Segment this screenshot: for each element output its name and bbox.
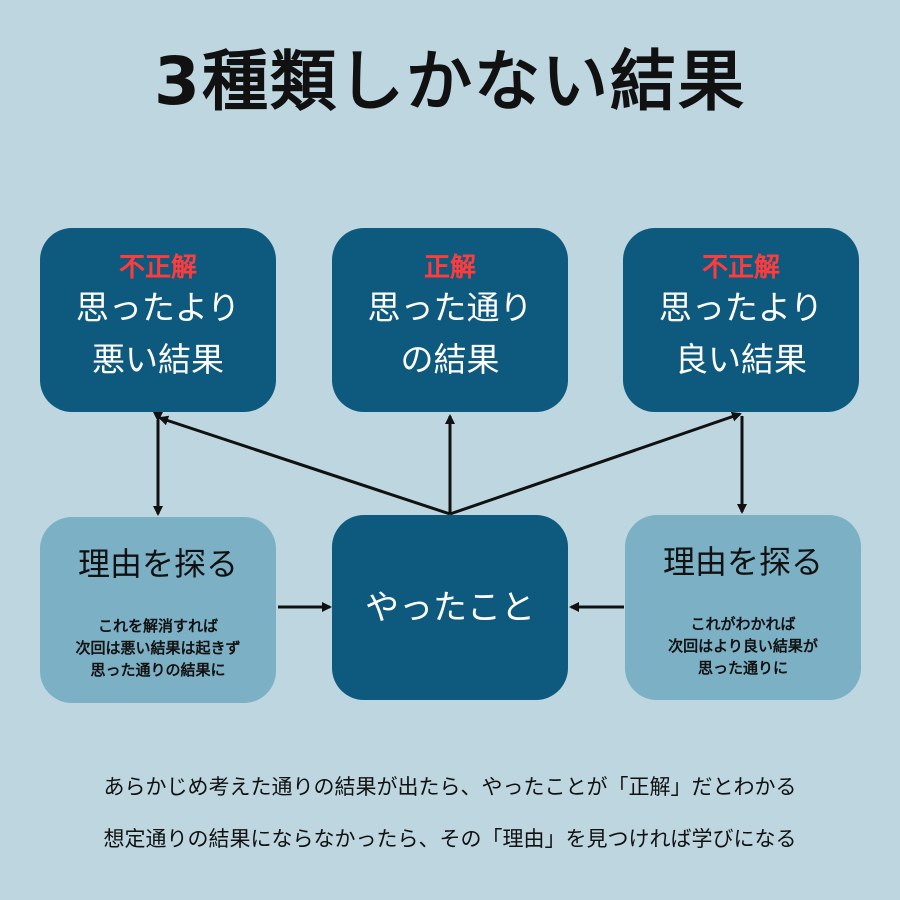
box-text: の結果	[400, 340, 500, 379]
reason-line: 次回は悪い結果は起きず	[75, 639, 241, 657]
reason-description: これがわかれば 次回はより良い結果が 思った通りに	[668, 613, 818, 679]
right-reason-box: 理由を探る これがわかれば 次回はより良い結果が 思った通りに	[625, 515, 861, 700]
correct-tag: 正解	[423, 253, 476, 283]
box-text: 悪い結果	[92, 340, 224, 379]
action-box: やったこと	[332, 515, 568, 700]
reason-line: これを解消すれば	[97, 617, 218, 635]
reason-line: 次回はより良い結果が	[668, 637, 818, 655]
incorrect-tag: 不正解	[701, 253, 780, 283]
reason-line: 思った通りの結果に	[90, 661, 226, 679]
reason-heading: 理由を探る	[662, 543, 823, 581]
result-better-box: 不正解 思ったより 良い結果	[623, 228, 859, 412]
reason-line: 思った通りに	[697, 659, 788, 677]
incorrect-tag: 不正解	[118, 253, 197, 283]
reason-line: これがわかれば	[690, 615, 796, 633]
box-text: 思ったより	[75, 288, 241, 327]
result-expected-box: 正解 思った通り の結果	[332, 228, 568, 412]
reason-description: これを解消すれば 次回は悪い結果は起きず 思った通りの結果に	[75, 615, 240, 681]
action-label: やったこと	[365, 587, 535, 628]
reason-heading: 理由を探る	[77, 545, 238, 583]
arrow-to-better	[449, 411, 742, 516]
box-text: 思ったより	[658, 288, 824, 327]
page-title: 3種類しかない結果	[154, 43, 746, 120]
footer-line-2: 想定通りの結果にならなかったら、その「理由」を見つければ学びになる	[103, 827, 797, 851]
box-text: 良い結果	[675, 340, 807, 379]
box-text: 思った通り	[367, 288, 533, 327]
footer-line-1: あらかじめ考えた通りの結果が出たら、やったことが「正解」だとわかる	[103, 775, 797, 799]
arrow-to-worse	[158, 415, 451, 516]
result-worse-box: 不正解 思ったより 悪い結果	[40, 228, 276, 412]
left-reason-box: 理由を探る これを解消すれば 次回は悪い結果は起きず 思った通りの結果に	[40, 517, 276, 703]
